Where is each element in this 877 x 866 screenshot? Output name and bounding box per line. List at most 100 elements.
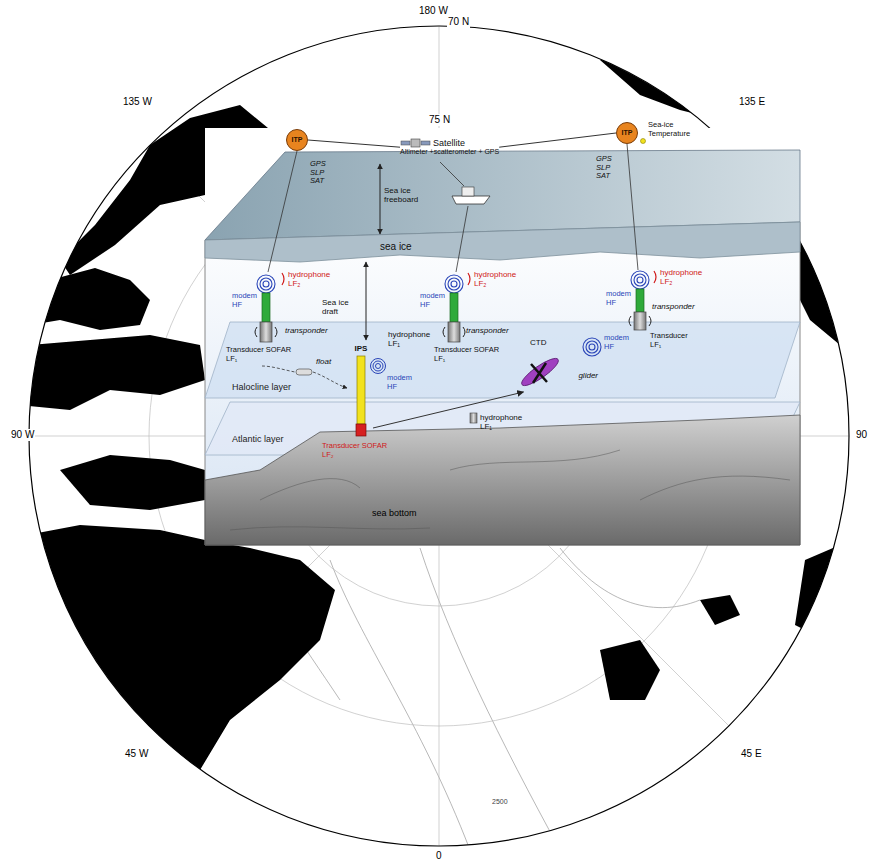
- satellite-label-box: SatelliteAltimeter +scatterometer + GPS: [400, 138, 499, 156]
- float-label: float: [316, 357, 331, 366]
- longitude-label: 90 W: [10, 429, 35, 441]
- layer-label: Atlantic layer: [232, 434, 284, 444]
- satellite-panel: [421, 141, 430, 145]
- land-island: [0, 268, 150, 330]
- transponder-body: [636, 289, 644, 312]
- sound-symbol: [255, 327, 257, 337]
- hydrophone-symbol: [282, 273, 284, 285]
- modem-icon: [373, 361, 383, 371]
- ship-bridge: [462, 187, 474, 196]
- ips-mooring: IPS: [349, 344, 373, 440]
- sea-bottom-terrain: [205, 415, 800, 545]
- hydrophone-label: hydrophone LF₂: [474, 270, 524, 288]
- modem-icon: [376, 364, 381, 369]
- modem-icon: [583, 338, 601, 356]
- terrain-ridge: [230, 527, 430, 530]
- land-island: [60, 455, 205, 510]
- modem-icon: [631, 271, 649, 289]
- longitude-label: 45 W: [124, 748, 149, 760]
- land-novaya-zemlya: [795, 545, 875, 640]
- ips-mooring-body: [357, 356, 365, 424]
- glider-unit: glider: [515, 352, 600, 392]
- transponder-body: [262, 293, 270, 322]
- sensor-label: CTD: [530, 338, 546, 347]
- sea-ice-section: [205, 222, 800, 262]
- measurement-label: Sea ice draft: [322, 298, 358, 316]
- land-greenland: [0, 525, 335, 866]
- sound-symbol: [649, 316, 651, 326]
- ship-hull: [452, 196, 490, 204]
- modem-icon: [586, 341, 598, 353]
- land-island: [700, 595, 740, 625]
- modem-icon: [257, 275, 275, 293]
- instrument-label: IPS: [355, 344, 368, 353]
- transducer-body: [260, 322, 272, 342]
- satellite-sensors: Altimeter +scatterometer + GPS: [400, 148, 499, 156]
- measurement-label: Sea ice freeboard: [384, 186, 428, 204]
- depth-contour: [420, 548, 560, 850]
- land-svalbard: [600, 640, 660, 700]
- buoy-sensor-label: GPS SLP SAT: [596, 155, 618, 181]
- halocline-plane: [205, 322, 800, 398]
- modem-icon: [637, 277, 643, 283]
- longitude-label: 180 W: [418, 5, 449, 17]
- satellite-link: [440, 162, 464, 186]
- transducer-label: Transducer LF₁: [650, 332, 698, 349]
- sensor-label: Sea-ice Temperature: [648, 121, 704, 138]
- instrument-label: transponder: [466, 326, 509, 335]
- satellite-body: [411, 139, 420, 147]
- longitude-label: 135 E: [738, 96, 766, 108]
- longitude-label: 90: [855, 429, 868, 441]
- modem-icon: [263, 281, 269, 287]
- modem-label: modem HF: [606, 290, 634, 307]
- map-border: [29, 26, 849, 846]
- satellite-panel: [401, 141, 410, 145]
- transducer-label: Transducer SOFAR LF₂: [322, 442, 398, 459]
- thermistor-dot: [641, 139, 646, 144]
- sound-symbol: [275, 327, 277, 337]
- modem-icon: [589, 344, 595, 350]
- hydrophone-symbol: [468, 273, 470, 285]
- freeboard-arrow: [380, 164, 381, 234]
- longitude-label: 0: [435, 850, 443, 862]
- modem-label: modem HF: [387, 374, 415, 391]
- transducer-label: Transducer SOFAR LF₁: [226, 346, 302, 363]
- inset-background: [205, 128, 800, 545]
- terrain-ridge: [450, 450, 620, 470]
- modem-icon: [371, 359, 386, 374]
- float-body: [296, 369, 312, 375]
- modem-icon: [448, 278, 460, 290]
- instrument-label: transponder: [652, 302, 695, 311]
- instrument-label: glider: [578, 352, 600, 380]
- itp-tether: [268, 151, 297, 272]
- glider-wings: [531, 363, 547, 383]
- longitude-label: 135 W: [122, 96, 153, 108]
- transducer-body: [634, 312, 646, 330]
- float-track: [262, 366, 295, 372]
- transducer-body: [448, 322, 460, 342]
- sofar-transducer: [356, 424, 366, 436]
- layer-label: Halocline layer: [232, 382, 291, 392]
- latitude-label: 75 N: [428, 114, 451, 126]
- itp-tether: [627, 144, 638, 270]
- surface-label: sea ice: [380, 241, 412, 253]
- signal-link: [308, 140, 400, 147]
- modem-label: modem HF: [604, 334, 632, 351]
- modem-label: modem HF: [232, 292, 260, 309]
- map-content: [0, 26, 877, 866]
- depth-contour: [330, 560, 470, 850]
- buoy-label: ITP: [622, 129, 633, 137]
- hydrophone-label: hydrophone LF₂: [660, 268, 710, 286]
- transponder-body: [450, 293, 458, 322]
- seabed-label: sea bottom: [372, 508, 417, 518]
- modem-icon: [634, 274, 646, 286]
- satellite-label: Satellite: [400, 138, 465, 148]
- itp-buoy: ITP: [286, 129, 308, 151]
- itp-buoy: ITP: [616, 122, 638, 144]
- draft-arrow: [366, 262, 367, 340]
- transducer-label: Transducer SOFAR LF₁: [434, 346, 510, 363]
- sound-symbol: [443, 327, 445, 337]
- sound-symbol: [629, 316, 631, 326]
- modem-icon: [445, 275, 463, 293]
- modem-icon: [260, 278, 272, 290]
